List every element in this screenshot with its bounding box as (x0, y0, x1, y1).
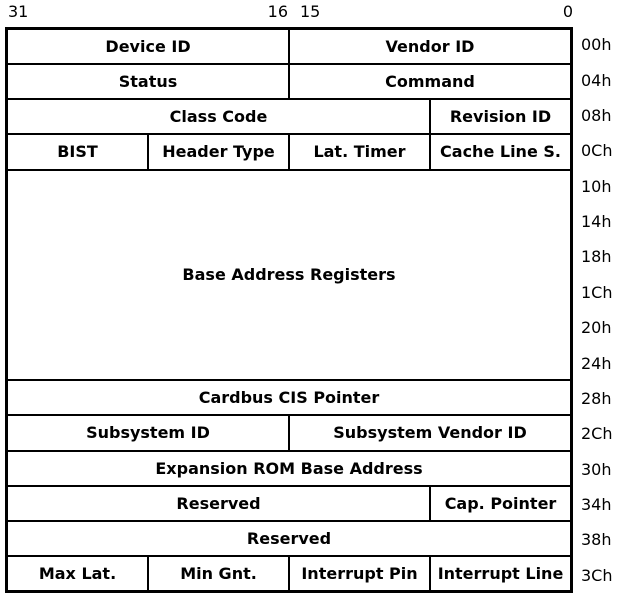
field-cap-pointer: Cap. Pointer (430, 485, 571, 521)
field-subsystem-id: Subsystem ID (7, 415, 289, 451)
offset-label: 3Ch (581, 565, 613, 585)
field-class-code: Class Code (7, 99, 430, 135)
field-cardbus-cis-pointer: Cardbus CIS Pointer (7, 380, 571, 416)
offset-label: 2Ch (581, 424, 613, 444)
offset-label: 38h (581, 530, 612, 550)
field-reserved-38h: Reserved (7, 520, 571, 556)
offset-label: 18h (581, 247, 612, 267)
field-status: Status (7, 64, 289, 100)
field-device-id: Device ID (7, 29, 289, 65)
field-expansion-rom-base-address: Expansion ROM Base Address (7, 450, 571, 486)
offset-label: 1Ch (581, 282, 613, 302)
offset-label: 30h (581, 459, 612, 479)
field-reserved-34h: Reserved (7, 485, 430, 521)
offset-label: 10h (581, 176, 612, 196)
offset-label: 04h (581, 70, 612, 90)
offset-label: 28h (581, 388, 612, 408)
field-command: Command (289, 64, 571, 100)
field-bist: BIST (7, 134, 148, 170)
field-revision-id: Revision ID (430, 99, 571, 135)
offset-label: 24h (581, 353, 612, 373)
field-base-address-registers: Base Address Registers (7, 169, 571, 381)
bit-label-31: 31 (8, 2, 29, 21)
bit-label-16: 16 (267, 2, 288, 21)
bit-label-0: 0 (562, 2, 573, 21)
offset-label: 14h (581, 212, 612, 232)
offset-label-column: 00h 04h 08h 0Ch 10h 14h 18h 1Ch 20h 24h … (581, 27, 621, 593)
field-interrupt-line: Interrupt Line (430, 555, 571, 591)
field-max-lat: Max Lat. (7, 555, 148, 591)
offset-label: 00h (581, 35, 612, 55)
offset-label: 20h (581, 318, 612, 338)
field-header-type: Header Type (148, 134, 289, 170)
field-vendor-id: Vendor ID (289, 29, 571, 65)
offset-label: 0Ch (581, 141, 613, 161)
bit-label-15: 15 (300, 2, 321, 21)
field-latency-timer: Lat. Timer (289, 134, 430, 170)
register-table: Device ID Vendor ID Status Command Class… (5, 27, 573, 593)
field-cache-line-size: Cache Line S. (430, 134, 571, 170)
offset-label: 08h (581, 105, 612, 125)
field-interrupt-pin: Interrupt Pin (289, 555, 430, 591)
offset-label: 34h (581, 495, 612, 515)
field-min-gnt: Min Gnt. (148, 555, 289, 591)
field-subsystem-vendor-id: Subsystem Vendor ID (289, 415, 571, 451)
